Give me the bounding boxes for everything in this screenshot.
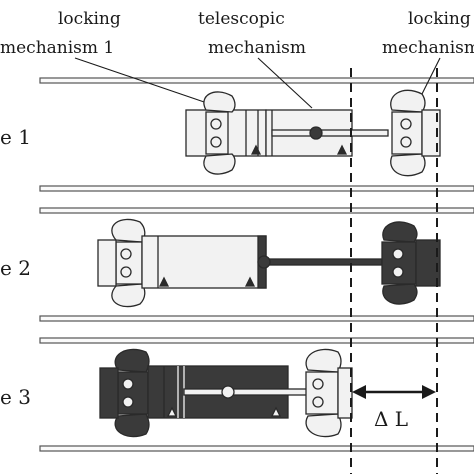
- stage-1-label: e 1: [0, 125, 31, 149]
- rail-2-top: [39, 207, 474, 214]
- stage-1-lock-2: [390, 89, 441, 177]
- label-locking-1-line1: locking: [58, 9, 121, 29]
- pipe-rails: [39, 77, 474, 452]
- stage-1-rod: [271, 129, 389, 137]
- stage-3-device: [99, 348, 353, 438]
- stage-3-lock-2: [305, 348, 353, 438]
- stage-2-joint: [257, 255, 271, 269]
- stage-3-joint: [221, 385, 235, 399]
- stage-2-end-cap: [97, 239, 117, 287]
- stage-2-label: e 2: [0, 256, 31, 280]
- delta-l-label: Δ L: [374, 407, 408, 431]
- stage-1-device: [185, 89, 441, 177]
- reference-dashed-lines: [350, 68, 438, 474]
- stage-3-lock-1: [99, 348, 150, 438]
- stage-2-device: [97, 218, 441, 308]
- label-locking-1-line2: mechanism 1: [0, 38, 114, 58]
- rail-1-top: [39, 77, 474, 84]
- rail-3-top: [39, 337, 474, 344]
- rail-1-bottom: [39, 185, 474, 192]
- stage-2-lock-1: [111, 218, 146, 308]
- rail-2-bottom: [39, 315, 474, 322]
- label-locking-2-line2: mechanism: [382, 38, 474, 58]
- label-locking-2-line1: locking: [408, 9, 471, 29]
- stage-1-lock-1: [203, 91, 236, 175]
- label-telescopic-line2: mechanism: [208, 38, 306, 58]
- stage-2-lock-2: [381, 221, 441, 305]
- stage-2-body: [141, 235, 267, 289]
- delta-l-arrow: [352, 385, 436, 399]
- stage-2-rod: [265, 258, 383, 266]
- stage-3-rod: [183, 388, 309, 396]
- stage-3-label: e 3: [0, 385, 31, 409]
- stage-1-joint: [309, 126, 323, 140]
- rail-3-bottom: [39, 445, 474, 452]
- label-telescopic-line1: telescopic: [198, 9, 285, 29]
